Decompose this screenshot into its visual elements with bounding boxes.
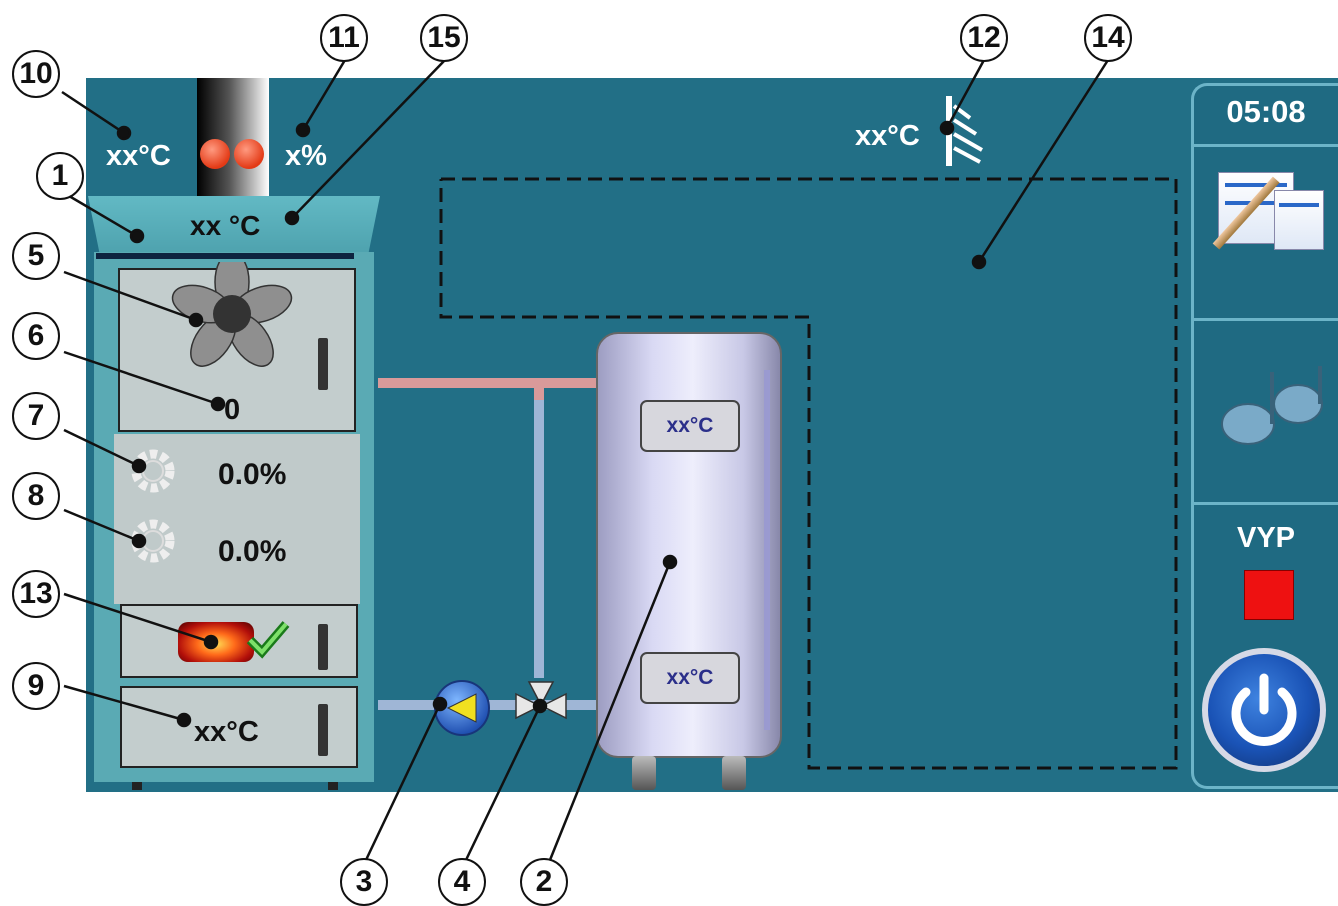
callout-5: 5 xyxy=(12,232,60,280)
fan-power: x% xyxy=(285,140,327,172)
callout-14: 14 xyxy=(1084,14,1132,62)
tank-foot xyxy=(632,756,656,790)
sidebar-divider xyxy=(1194,144,1338,147)
feeder1-percent: 0.0% xyxy=(218,458,287,491)
valve-icon[interactable] xyxy=(512,680,570,730)
fan-icon[interactable] xyxy=(160,262,300,372)
tank-bottom-temp: xx°C xyxy=(640,652,740,704)
gear-icon[interactable] xyxy=(128,446,178,496)
gear-icon[interactable] xyxy=(128,516,178,566)
door-handle xyxy=(318,624,328,670)
chimney-icon xyxy=(197,78,269,196)
power-icon xyxy=(1231,673,1297,746)
boiler-foot xyxy=(328,782,338,790)
outdoor-temperature: xx°C xyxy=(855,120,920,152)
boiler-top-edge xyxy=(96,253,354,259)
door-handle xyxy=(318,704,328,756)
callout-2: 2 xyxy=(520,858,568,906)
callout-13: 13 xyxy=(12,570,60,618)
callout-9: 9 xyxy=(12,662,60,710)
clock: 05:08 xyxy=(1226,94,1306,129)
boiler-temperature: xx °C xyxy=(190,210,261,241)
pump-arrow-icon xyxy=(446,693,477,723)
flame-indicator-icon xyxy=(234,139,264,169)
callout-8: 8 xyxy=(12,472,60,520)
tank-top-temp: xx°C xyxy=(640,400,740,452)
boiler-foot xyxy=(132,782,142,790)
pipe-system xyxy=(378,378,602,710)
flame-indicator-icon xyxy=(200,139,230,169)
sidebar-divider xyxy=(1194,502,1338,505)
callout-11: 11 xyxy=(320,14,368,62)
stop-indicator xyxy=(1244,570,1294,620)
callout-1: 1 xyxy=(36,152,84,200)
sidebar-divider xyxy=(1194,318,1338,321)
fan-speed-value: 0 xyxy=(224,394,241,426)
power-button[interactable] xyxy=(1202,648,1326,772)
sidebar: 05:08 VYP xyxy=(1191,83,1338,789)
check-icon xyxy=(246,621,290,659)
callout-6: 6 xyxy=(12,312,60,360)
boiler-top-cover xyxy=(88,196,380,254)
flue-temperature: xx°C xyxy=(106,140,171,172)
tank-foot xyxy=(722,756,746,790)
settings-button[interactable] xyxy=(1212,168,1324,288)
boiler[interactable] xyxy=(88,196,380,790)
door-handle xyxy=(318,338,328,390)
mode-label: VYP xyxy=(1236,522,1296,554)
sound-notes-icon[interactable] xyxy=(1212,362,1332,462)
callout-3: 3 xyxy=(340,858,388,906)
heating-zone-outline xyxy=(439,177,1178,770)
boiler-bottom-temperature: xx°C xyxy=(194,716,259,748)
callout-15: 15 xyxy=(420,14,468,62)
tank-highlight xyxy=(764,370,770,730)
document-icon xyxy=(1274,190,1324,250)
feeder2-percent: 0.0% xyxy=(218,535,287,568)
callout-7: 7 xyxy=(12,392,60,440)
callout-12: 12 xyxy=(960,14,1008,62)
callout-10: 10 xyxy=(12,50,60,98)
callout-4: 4 xyxy=(438,858,486,906)
